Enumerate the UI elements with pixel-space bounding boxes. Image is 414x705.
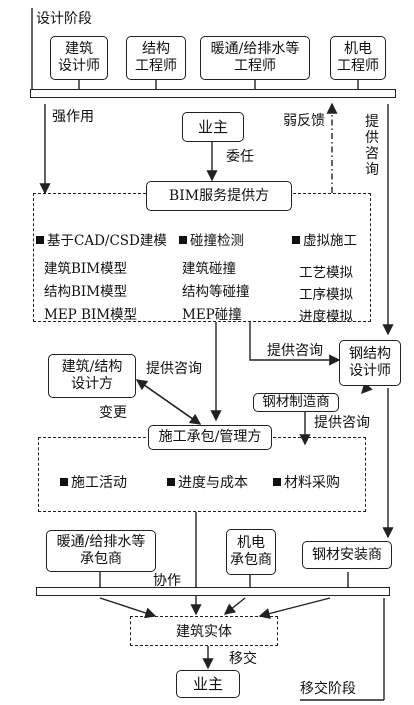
hvac-contractor-box: 暖通/给排水等 承包商: [46, 530, 156, 572]
bullet-square-icon: [60, 478, 68, 486]
contractor-title-box: 施工承包/管理方: [148, 425, 272, 450]
bim-col3-item: 工艺模拟: [299, 265, 353, 281]
consult-label-1: 提供咨询: [267, 343, 323, 359]
architect-box: 建筑 设计师: [50, 36, 108, 80]
hvac-contractor-label: 暖通/给排水等 承包商: [56, 534, 146, 567]
bim-col1-item: 结构BIM模型: [44, 284, 128, 300]
mep-contractor-box: 机电 承包商: [226, 529, 276, 575]
structural-engineer-box: 结构 工程师: [126, 36, 186, 80]
bim-col3-item: 工序模拟: [299, 287, 353, 303]
steel-installer-box: 钢材安装商: [302, 541, 392, 569]
bim-col1-header: 基于CAD/CSD建模: [36, 232, 167, 250]
bullet-square-icon: [167, 478, 175, 486]
bim-col2-item: 结构等碰撞: [182, 284, 250, 300]
cooperate-label: 协作: [153, 573, 181, 589]
hvac-engineer-label: 暖通/给排水等 工程师: [210, 41, 300, 74]
bim-col2-item: 建筑碰撞: [182, 261, 236, 277]
bim-col2-header: 碰撞检测: [179, 232, 244, 250]
design-phase-bar: [30, 89, 396, 98]
bim-col2-item: MEP碰撞: [182, 307, 242, 323]
mep-contractor-label: 机电 承包商: [230, 535, 272, 568]
contractor-title: 施工承包/管理方: [158, 429, 262, 445]
mandatory-label: 强作用: [52, 109, 94, 125]
contractor-item: 施工活动: [60, 474, 127, 492]
consult-vertical-label: 提 供 咨 询: [365, 114, 379, 178]
owner-bottom-box: 业主: [176, 670, 240, 698]
structural-engineer-label: 结构 工程师: [135, 41, 177, 74]
architect-label: 建筑 设计师: [58, 41, 100, 74]
bullet-square-icon: [179, 236, 187, 244]
building-entity-label: 建筑实体: [176, 624, 232, 640]
bim-col1-item: 建筑BIM模型: [44, 261, 128, 277]
bullet-square-icon: [292, 236, 300, 244]
commission-label: 委任: [226, 149, 254, 165]
handover-phase-label: 移交阶段: [300, 681, 356, 697]
steel-manufacturer-box: 钢材制造商: [253, 393, 339, 412]
transfer-label: 移交: [229, 651, 257, 667]
building-entity-box: 建筑实体: [130, 616, 278, 646]
bullet-square-icon: [36, 236, 44, 244]
change-label: 变更: [99, 405, 127, 421]
contractor-item: 进度与成本: [167, 474, 248, 492]
bim-provider-title-box: BIM服务提供方: [146, 181, 292, 211]
hvac-engineer-box: 暖通/给排水等 工程师: [200, 36, 310, 80]
handover-phase-bar: [36, 587, 390, 596]
arch-struct-designer-label: 建筑/结构 设计方: [61, 359, 123, 392]
consult-label-3: 提供咨询: [314, 415, 370, 431]
design-phase-label: 设计阶段: [36, 11, 92, 27]
owner-top-label: 业主: [197, 117, 228, 136]
steel-installer-label: 钢材安装商: [312, 546, 382, 563]
consult-label-2: 提供咨询: [146, 361, 202, 377]
bim-col3-header: 虚拟施工: [292, 232, 357, 250]
mep-engineer-label: 机电 工程师: [337, 41, 379, 74]
contractor-item: 材料采购: [273, 474, 340, 492]
bim-col3-item: 进度模拟: [299, 309, 353, 325]
owner-top-box: 业主: [182, 112, 244, 142]
arch-struct-designer-box: 建筑/结构 设计方: [48, 354, 136, 398]
bullet-square-icon: [273, 478, 281, 486]
steel-designer-box: 钢结构 设计师: [339, 340, 401, 386]
mep-engineer-box: 机电 工程师: [330, 36, 386, 80]
owner-bottom-label: 业主: [192, 674, 223, 693]
bim-provider-title: BIM服务提供方: [168, 187, 270, 204]
bim-col1-item: MEP BIM模型: [44, 307, 138, 323]
weak-feedback-label: 弱反馈: [283, 113, 325, 129]
steel-manufacturer-label: 钢材制造商: [262, 394, 330, 410]
steel-designer-label: 钢结构 设计师: [349, 346, 391, 379]
